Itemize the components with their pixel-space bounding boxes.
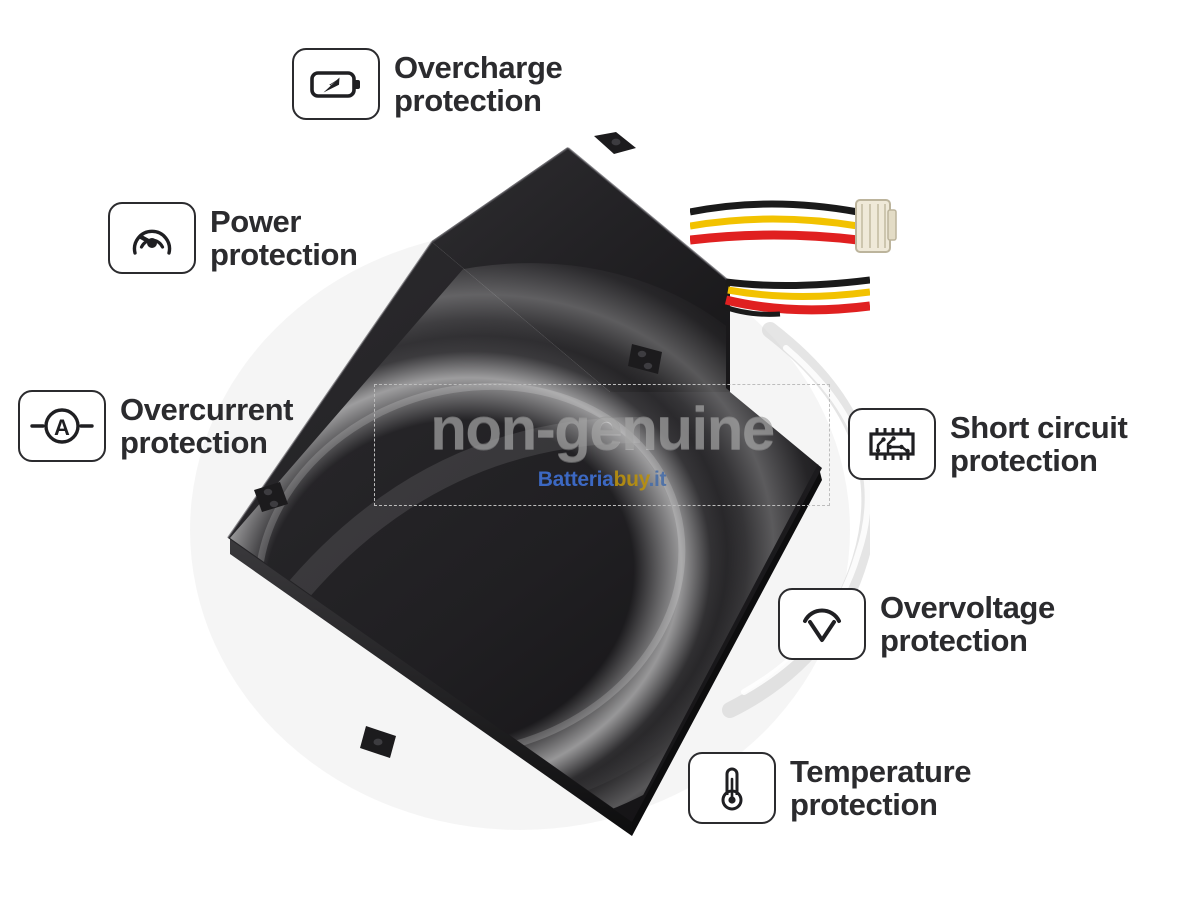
feature-overcurrent-protection: A Overcurrent protection [18, 390, 293, 462]
overvoltage-label: Overvoltage protection [880, 589, 1055, 658]
feature-temperature-protection: Temperature protection [688, 752, 971, 824]
temperature-label: Temperature protection [790, 753, 972, 822]
mounting-tab [254, 482, 288, 512]
battery-connector-cable [721, 276, 870, 317]
battery-bolt-icon [310, 71, 360, 98]
voltmeter-v-icon [803, 608, 841, 642]
thermometer-icon [721, 767, 743, 811]
overcurrent-label: Overcurrent protection [120, 391, 294, 460]
overvoltage-icon-box [778, 588, 866, 660]
svg-text:A: A [54, 415, 70, 440]
temperature-icon-box [688, 752, 776, 824]
feature-short-circuit-protection: Short circuit protection [848, 408, 1128, 480]
power-icon-box [108, 202, 196, 274]
gauge-icon [132, 229, 172, 255]
mounting-tab [628, 344, 662, 374]
short-circuit-icon-box [848, 408, 936, 480]
short-circuit-label: Short circuit protection [950, 409, 1128, 478]
feature-power-protection: Power protection [108, 202, 358, 274]
overcharge-icon-box [292, 48, 380, 120]
feature-overvoltage-protection: Overvoltage protection [778, 588, 1055, 660]
connector-plug [690, 199, 897, 253]
overcurrent-icon-box: A [18, 390, 106, 462]
laptop-battery-image [170, 130, 870, 850]
mounting-tab [594, 132, 636, 154]
ammeter-icon: A [30, 408, 94, 444]
feature-overcharge-protection: Overcharge protection [292, 48, 563, 120]
power-label: Power protection [210, 203, 358, 272]
overcharge-label: Overcharge protection [394, 49, 563, 118]
mounting-tab [360, 726, 396, 758]
microchip-icon [869, 428, 915, 460]
